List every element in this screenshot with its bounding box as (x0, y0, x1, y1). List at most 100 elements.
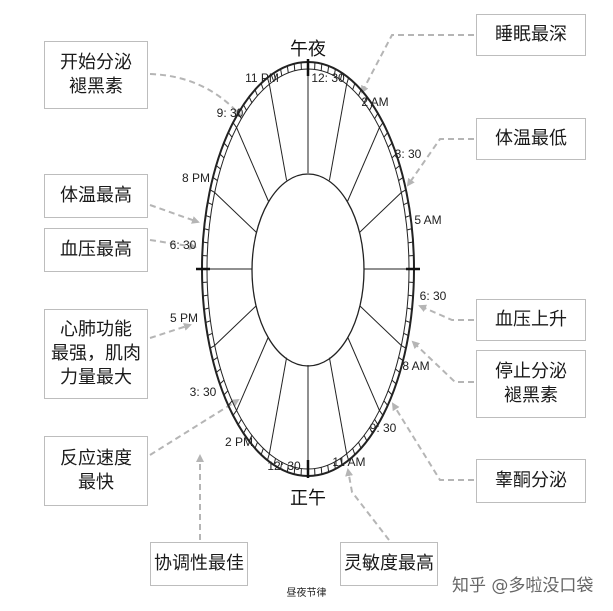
cardinal-marks (196, 59, 420, 478)
minor-tick (406, 307, 413, 310)
time-label: 5 PM (170, 311, 198, 325)
hour-spoke (268, 357, 288, 454)
minor-tick (369, 427, 373, 434)
minor-tick (227, 400, 233, 406)
minor-tick (387, 142, 393, 148)
minor-tick (248, 435, 253, 442)
minor-tick (212, 357, 218, 361)
minor-tick (379, 122, 384, 128)
time-label: 11 AM (332, 455, 365, 469)
minor-tick (280, 68, 283, 76)
minor-tick (391, 153, 397, 159)
hour-spoke (347, 336, 380, 411)
minor-tick (243, 427, 247, 434)
box-best-coordination: 协调性最佳 (150, 542, 248, 586)
minor-tick (227, 132, 233, 138)
time-label: 12: 30 (311, 71, 345, 85)
minor-tick (320, 63, 323, 71)
time-label: 12: 30 (267, 459, 301, 473)
minor-tick (260, 448, 264, 455)
box-melatonin-start: 开始分泌 褪黑素 (44, 41, 148, 109)
connector-arrows (149, 34, 474, 541)
minor-tick (352, 83, 356, 90)
hour-spoke (359, 192, 402, 233)
hour-spoke (347, 127, 380, 202)
minor-tick (203, 307, 210, 310)
connector-arrow (391, 402, 474, 481)
box-fastest-reaction: 反应速度 最快 (44, 436, 148, 506)
minor-tick (293, 467, 296, 475)
hour-spoke (236, 127, 269, 202)
connector-arrow (149, 73, 242, 117)
minor-tick (408, 241, 414, 244)
minor-tick (363, 96, 368, 103)
minor-tick (405, 214, 411, 218)
connector-arrow (149, 323, 192, 339)
minor-tick (219, 379, 225, 385)
minor-tick (327, 465, 330, 473)
minor-tick (219, 153, 225, 159)
minor-tick (209, 345, 215, 349)
minor-tick (406, 228, 413, 231)
minor-tick (203, 228, 210, 231)
box-highest-temp: 体温最高 (44, 174, 148, 218)
minor-tick (395, 368, 401, 373)
time-label: 9: 30 (370, 421, 397, 435)
minor-tick (223, 142, 229, 148)
minor-tick (346, 453, 350, 461)
box-most-alert: 灵敏度最高 (340, 542, 438, 586)
box-lowest-temp: 体温最低 (476, 118, 586, 160)
minor-tick (260, 83, 264, 90)
minor-tick (327, 65, 330, 73)
minor-tick (374, 113, 379, 119)
minor-tick (205, 320, 211, 324)
minor-tick (339, 458, 343, 466)
hour-spoke (328, 357, 348, 454)
connector-arrow (406, 138, 474, 187)
minor-tick (403, 332, 409, 336)
minor-tick (273, 72, 277, 80)
minor-tick (254, 442, 258, 449)
hour-spoke (359, 305, 402, 346)
minor-tick (358, 89, 362, 96)
minor-tick (339, 72, 343, 80)
minor-tick (387, 390, 393, 396)
time-label: 2 AM (361, 95, 388, 109)
minor-tick (207, 332, 213, 336)
minor-tick (243, 104, 247, 111)
box-bp-rise: 血压上升 (476, 299, 586, 341)
hour-spoke (236, 336, 269, 411)
minor-tick (293, 63, 296, 71)
time-label: 11 PM (245, 71, 279, 85)
minor-tick (266, 77, 270, 85)
minor-tick (379, 410, 384, 416)
minor-tick (383, 400, 389, 406)
connector-arrow (149, 204, 200, 224)
minor-tick (346, 77, 350, 85)
minor-tick (398, 357, 404, 361)
minor-tick (320, 467, 323, 475)
hour-spoke (214, 305, 257, 346)
minor-tick (401, 345, 407, 349)
watermark: 知乎 @多啦没口袋 (452, 576, 594, 596)
minor-tick (391, 379, 397, 385)
minor-tick (248, 96, 253, 103)
minor-tick (408, 294, 414, 297)
figure-caption: 昼夜节律 (286, 588, 327, 599)
minor-tick (280, 462, 283, 470)
minor-tick (352, 448, 356, 455)
time-label: 8 AM (402, 359, 429, 373)
minor-tick (202, 294, 208, 297)
minor-tick (286, 65, 289, 73)
time-label: 9: 30 (217, 106, 244, 120)
box-highest-bp: 血压最高 (44, 228, 148, 272)
hour-spoke (328, 84, 348, 181)
time-label: 2 PM (225, 435, 253, 449)
noon-label: 正午 (290, 488, 326, 509)
hour-spoke (214, 192, 257, 233)
minor-tick (232, 410, 237, 416)
midnight-label: 午夜 (290, 39, 326, 60)
time-label: 6: 30 (420, 289, 447, 303)
